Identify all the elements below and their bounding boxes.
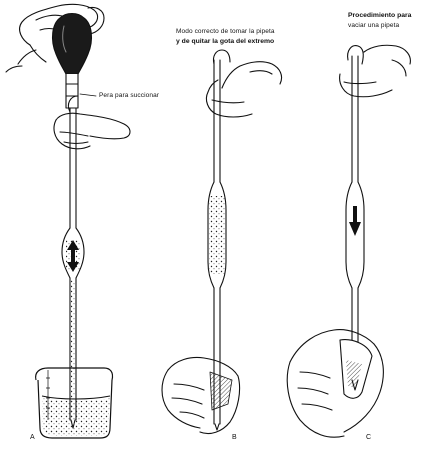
- panel-b-caption-line1: Modo correcto de tomar la pipeta: [176, 28, 275, 35]
- down-arrow-icon: [349, 206, 361, 236]
- panel-c-caption-line1: Procedimiento para: [348, 12, 411, 19]
- panel-c: [287, 45, 410, 437]
- rubber-bulb: [53, 14, 92, 109]
- panel-c-caption-line2: vaciar una pipeta: [348, 22, 399, 29]
- bulb-caption: Pera para succionar: [99, 92, 159, 99]
- hand-on-pipette-a: [54, 96, 130, 149]
- panel-a: [6, 4, 130, 428]
- hand-holding-beaker-b: [162, 358, 240, 434]
- panel-b-caption-line2: y de quitar la gota del extremo: [176, 38, 274, 45]
- panel-b: [162, 50, 282, 434]
- hand-on-pipette-b: [206, 50, 281, 117]
- panel-label-a: A: [30, 434, 35, 442]
- hand-on-pipette-c: [340, 45, 411, 97]
- hand-holding-beaker-c: [287, 330, 383, 438]
- panel-label-c: C: [366, 434, 371, 442]
- panel-label-b: B: [232, 434, 237, 442]
